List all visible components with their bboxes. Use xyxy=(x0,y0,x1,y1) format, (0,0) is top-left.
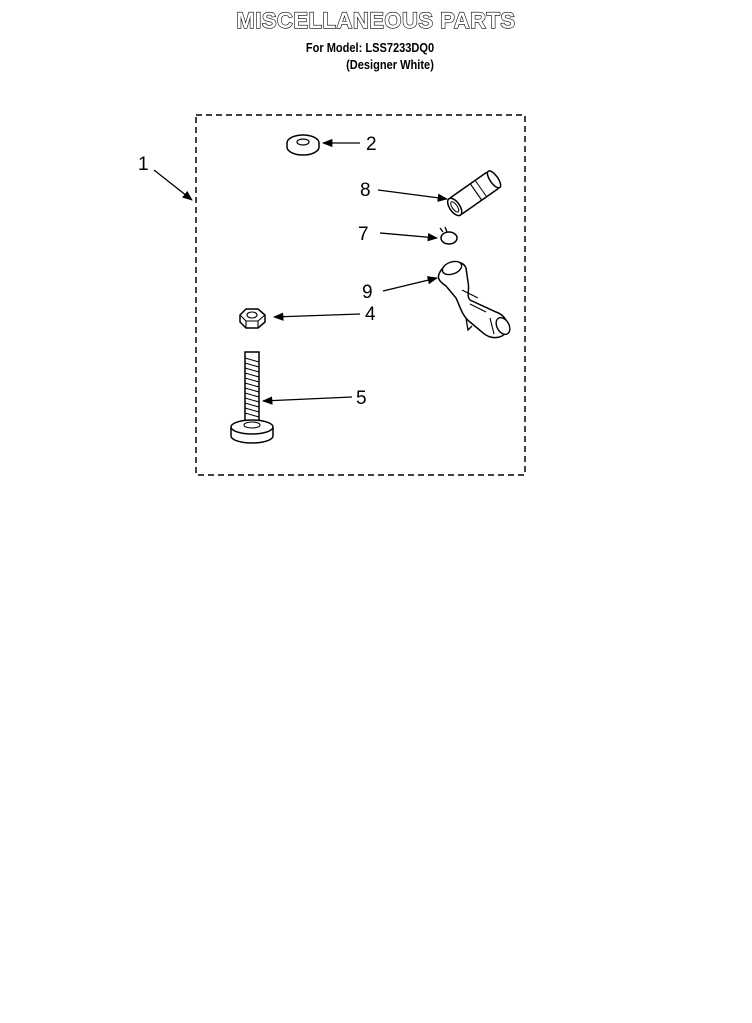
callout-5-arrow xyxy=(261,396,353,405)
kit-boundary xyxy=(195,114,526,476)
nut-part-4 xyxy=(239,308,266,329)
callout-2: 2 xyxy=(366,134,377,155)
callout-7-arrow xyxy=(379,232,439,242)
callout-1-arrow xyxy=(153,169,193,201)
callout-7: 7 xyxy=(358,224,369,245)
callout-9: 9 xyxy=(362,282,373,303)
page-title: MISCELLANEOUS PARTS xyxy=(236,7,516,33)
color-line: (Designer White) xyxy=(346,57,434,72)
bracket-part-9 xyxy=(437,260,511,339)
callout-8-arrow xyxy=(377,189,449,202)
callout-1: 1 xyxy=(138,154,149,175)
callout-4-arrow xyxy=(272,312,361,321)
callout-5: 5 xyxy=(356,388,367,409)
model-line: For Model: LSS7233DQ0 xyxy=(305,40,435,55)
coupler-part-8 xyxy=(446,170,502,217)
washer-part-2 xyxy=(286,134,320,156)
clamp-part-7 xyxy=(439,226,458,245)
callout-8: 8 xyxy=(360,180,371,201)
callout-4: 4 xyxy=(365,304,376,325)
callout-9-arrow xyxy=(382,276,439,292)
bolt-part-5 xyxy=(230,351,274,444)
